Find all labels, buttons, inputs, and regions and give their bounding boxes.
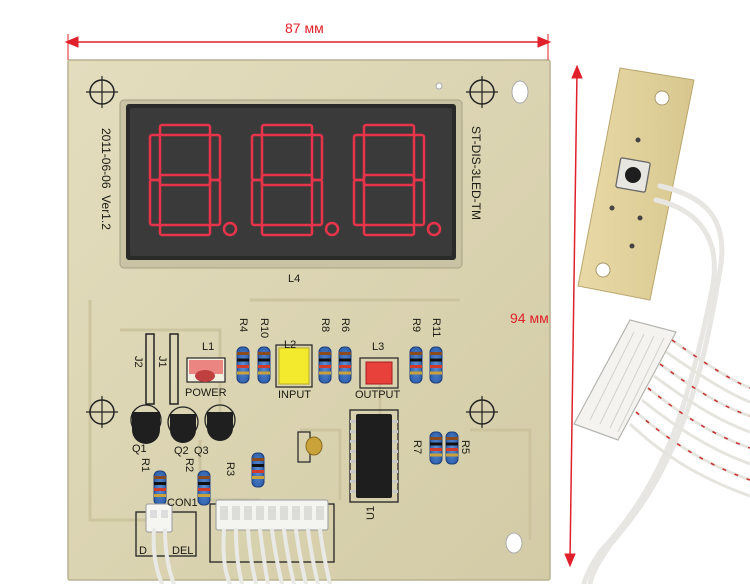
resistor-r7 (429, 431, 443, 465)
mount-hole-top-left (86, 76, 118, 108)
jumper-j2 (145, 333, 155, 405)
display-segment (412, 178, 426, 227)
led-l2-input (275, 344, 313, 388)
silk-r4: R4 (237, 318, 249, 333)
silk-label-input: INPUT (278, 389, 311, 401)
display-decimal-point (222, 221, 238, 237)
silk-r2: R2 (183, 458, 195, 473)
display-segment (250, 133, 264, 182)
resistor-row-top (236, 346, 443, 384)
tactile-button-icon (615, 157, 651, 193)
silk-del: DEL (172, 545, 194, 557)
resistor-r2 (197, 470, 211, 506)
height-dimension-label: 94 мм (510, 310, 549, 326)
display-segment (352, 133, 366, 182)
silk-r9: R9 (410, 318, 422, 333)
transistor-q1 (130, 404, 162, 444)
resistor-r8 (318, 346, 332, 384)
small-capacitor (297, 431, 323, 463)
wire-button-board (581, 183, 725, 584)
display-digit-3 (352, 123, 442, 237)
resistor-r3 (251, 452, 265, 488)
display-segment (260, 223, 314, 237)
connector-main (209, 499, 335, 563)
silk-q3: Q3 (194, 445, 209, 457)
display-digits (148, 123, 442, 237)
display-digit-2 (250, 123, 340, 237)
silk-version: Ver1.2 (99, 195, 113, 230)
silk-led-l1: L1 (202, 341, 215, 353)
mount-hole-bottom-right (505, 532, 523, 554)
display-segment (362, 223, 416, 237)
display-segment (158, 223, 212, 237)
silk-label-output: OUTPUT (355, 389, 401, 401)
transistor-q3 (204, 404, 236, 441)
wire-bundle-con1 (151, 528, 176, 584)
silk-q2: Q2 (174, 445, 189, 457)
resistor-row-right (429, 431, 459, 465)
silk-date: 2011-06-06 (99, 128, 113, 189)
display-segment (310, 178, 324, 227)
display-segment (148, 133, 162, 182)
silk-r6: R6 (339, 318, 351, 333)
display-segment (208, 178, 222, 227)
silk-d: D (139, 545, 147, 557)
width-dimension-label: 87 мм (285, 20, 324, 36)
led-l1-power (186, 357, 226, 383)
silk-r1: R1 (139, 458, 151, 473)
silk-r7: R7 (411, 440, 423, 455)
transistor-q2 (167, 406, 199, 443)
loose-connector (573, 319, 750, 498)
resistor-r1 (153, 470, 167, 506)
led-l3-output (359, 357, 399, 389)
display-segment (260, 123, 314, 137)
silk-r11: R11 (430, 318, 442, 338)
resistor-r10 (257, 346, 271, 384)
silk-r8: R8 (319, 318, 331, 333)
mount-hole-mid-left (86, 396, 118, 428)
resistor-row-bottom (153, 452, 265, 506)
silk-q1: Q1 (132, 443, 147, 455)
silk-display-ref: L4 (288, 273, 301, 285)
silk-led-l2: L2 (284, 339, 297, 351)
resistor-r6 (338, 346, 352, 384)
resistor-r5 (445, 431, 459, 465)
silk-led-l3: L3 (372, 341, 385, 353)
jumper-j1 (169, 333, 179, 405)
silk-jumper-j1: J1 (156, 356, 168, 368)
mount-hole-top-right (435, 76, 529, 108)
display-digit-1 (148, 123, 238, 237)
dimension-line-width (64, 34, 552, 60)
wire-bundle-main (221, 528, 332, 584)
silk-r3: R3 (224, 462, 236, 477)
silk-r5: R5 (459, 440, 471, 455)
resistor-r9 (409, 346, 423, 384)
display-segment (158, 123, 212, 137)
ic-u1 (349, 409, 399, 503)
silk-r10: R10 (258, 318, 270, 339)
resistor-r11 (429, 346, 443, 384)
display-segment (260, 173, 314, 187)
dimension-line-height (564, 64, 583, 568)
silk-label-power: POWER (185, 387, 227, 399)
silk-model: ST-DIS-3LED-TM (469, 126, 483, 221)
silk-jumper-j2: J2 (132, 356, 144, 368)
mount-hole-mid-right (466, 396, 498, 428)
display-segment (158, 173, 212, 187)
silk-date-version: 2011-06-06 Ver1.2 (99, 128, 113, 230)
display-segment (362, 173, 416, 187)
display-decimal-point (324, 221, 340, 237)
silk-con1: CON1 (167, 497, 198, 509)
display-segment (362, 123, 416, 137)
resistor-r4 (236, 346, 250, 384)
silk-ic-u1: U1 (365, 505, 377, 520)
display-decimal-point (426, 221, 442, 237)
